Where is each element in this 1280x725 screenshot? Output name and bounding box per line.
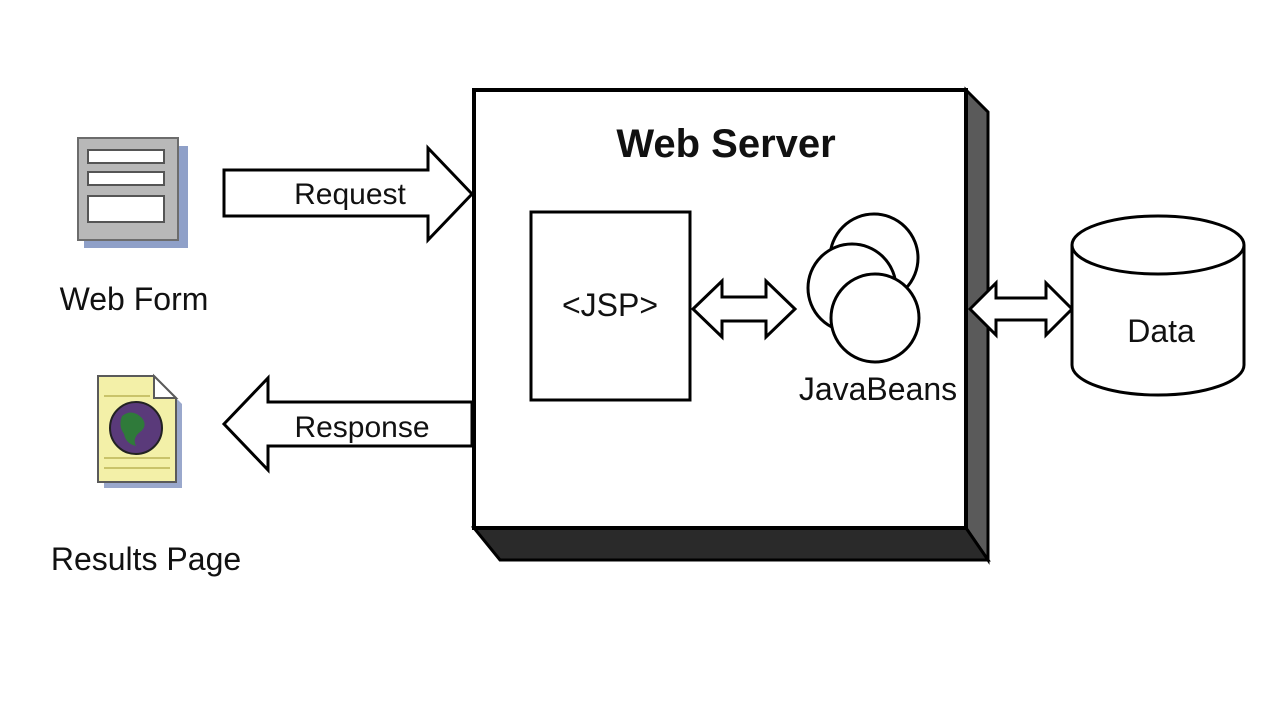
cylinder-top: [1070, 214, 1246, 276]
response-label: Response: [294, 411, 429, 444]
database-cylinder-icon: [1070, 214, 1246, 397]
javabeans-icon: [806, 212, 921, 364]
web-server-bottom-face: [470, 526, 991, 562]
results-page-dog-ear: [153, 373, 179, 399]
web-form-icon: [77, 137, 188, 248]
response-arrow: [221, 374, 474, 474]
javabeans-label: JavaBeans: [799, 371, 957, 407]
results-page-icon: [97, 373, 182, 488]
request-label: Request: [294, 178, 406, 211]
bean-circle-front: [829, 272, 921, 364]
web-form-label: Web Form: [60, 281, 209, 317]
web-form-field-1: [87, 149, 165, 164]
cylinder-body: [1070, 245, 1246, 397]
results-page-label: Results Page: [51, 541, 241, 577]
jsp-label: <JSP>: [562, 287, 658, 323]
web-form-field-3: [87, 195, 165, 223]
jsp-javabeans-double-arrow: [690, 277, 798, 341]
data-label: Data: [1127, 313, 1195, 349]
request-arrow: [222, 144, 475, 244]
jsp-page: [529, 210, 692, 402]
web-form-field-2: [87, 171, 165, 186]
web-server-title: Web Server: [616, 122, 835, 166]
globe-land: [120, 412, 145, 446]
jsp-box: <JSP>: [529, 210, 692, 402]
